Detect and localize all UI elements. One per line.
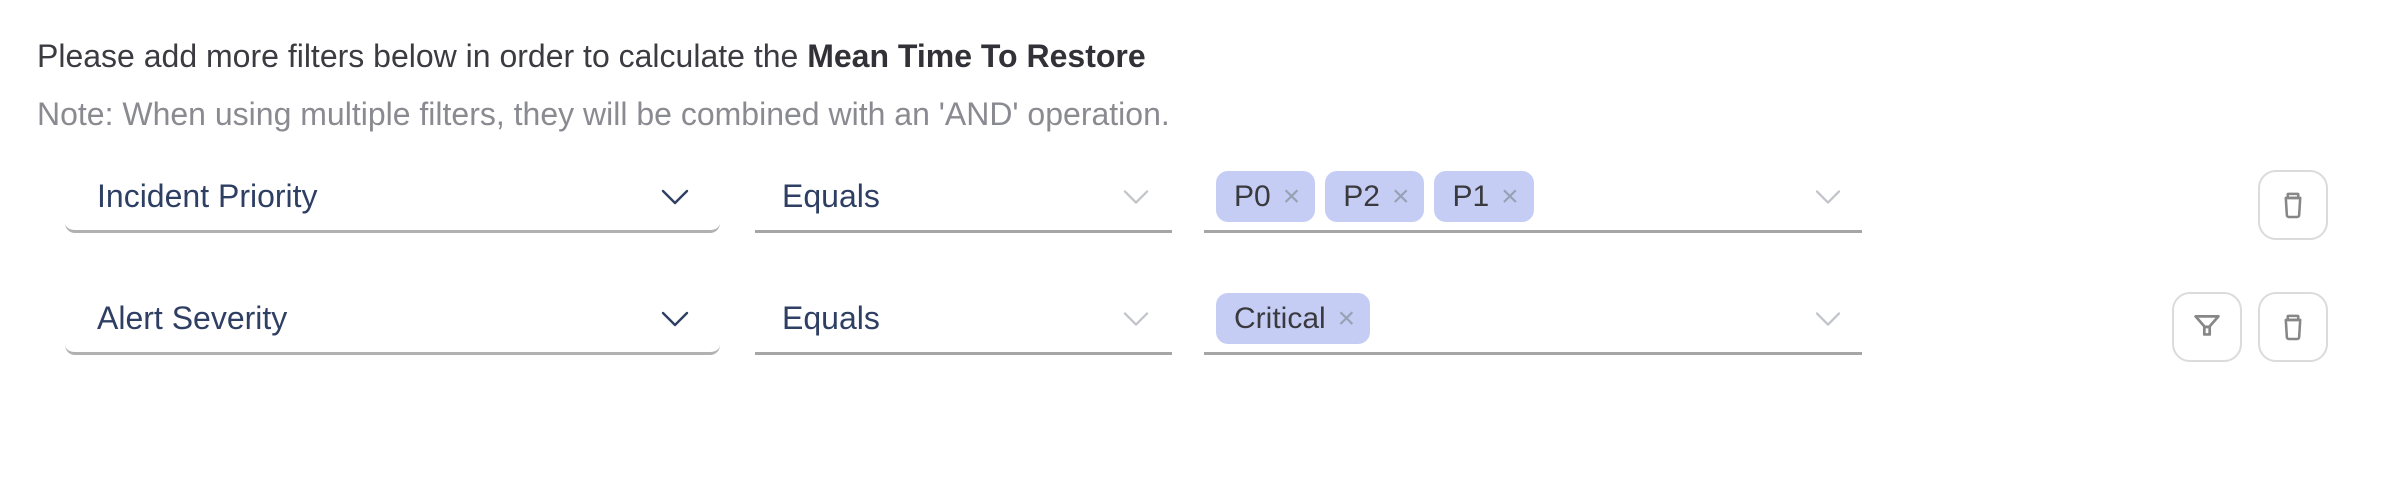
value-tag-label: P0 <box>1234 179 1271 213</box>
filter-row-1: Incident Priority Equals P0 × <box>65 160 2408 240</box>
value-tag: Critical × <box>1216 293 1371 344</box>
filters-panel: Please add more filters below in order t… <box>0 36 2408 478</box>
value-tag: P0 × <box>1216 171 1316 222</box>
operator-select-value: Equals <box>782 178 880 214</box>
trash-icon <box>2284 192 2302 219</box>
chevron-down-icon <box>1815 311 1841 326</box>
value-tag-label: P1 <box>1452 179 1490 213</box>
selected-values: Critical × <box>1216 293 1814 344</box>
field-select-row1[interactable]: Incident Priority <box>65 163 720 233</box>
value-tag-label: P2 <box>1343 179 1380 213</box>
filter-row-2: Alert Severity Equals Critical × <box>65 282 2408 362</box>
field-select-value: Alert Severity <box>97 300 288 336</box>
chevron-down-icon <box>1123 311 1149 326</box>
delete-filter-button[interactable] <box>2258 292 2328 362</box>
field-select-row2[interactable]: Alert Severity <box>65 285 720 355</box>
row2-actions <box>2172 292 2408 362</box>
remove-tag-icon[interactable]: × <box>1337 301 1356 335</box>
filter-rows: Incident Priority Equals P0 × <box>0 160 2408 362</box>
value-tag-label: Critical <box>1234 301 1326 335</box>
row1-actions <box>2258 170 2408 240</box>
remove-tag-icon[interactable]: × <box>1391 179 1410 213</box>
chevron-down-icon <box>661 189 689 204</box>
value-tag: P2 × <box>1325 171 1425 222</box>
instructions-intro: Please add more filters below in order t… <box>37 38 799 74</box>
chevron-down-icon <box>1123 189 1149 204</box>
remove-tag-icon[interactable]: × <box>1501 179 1519 213</box>
apply-filter-button[interactable] <box>2172 292 2242 362</box>
trash-icon <box>2284 314 2302 341</box>
filter-funnel-icon <box>2194 315 2220 336</box>
operator-select-value: Equals <box>782 300 880 336</box>
operator-select-row1[interactable]: Equals <box>755 163 1172 233</box>
metric-name: Mean Time To Restore <box>807 38 1146 74</box>
chevron-down-icon <box>1815 189 1841 204</box>
field-select-value: Incident Priority <box>97 178 318 214</box>
delete-filter-button[interactable] <box>2258 170 2328 240</box>
value-tag: P1 × <box>1434 171 1534 222</box>
remove-tag-icon[interactable]: × <box>1282 179 1301 213</box>
selected-values: P0 × P2 × P1 × <box>1216 171 1814 222</box>
chevron-down-icon <box>661 311 689 326</box>
values-multiselect-row2[interactable]: Critical × <box>1204 285 1862 355</box>
values-multiselect-row1[interactable]: P0 × P2 × P1 × <box>1204 163 1862 233</box>
instructions-text: Please add more filters below in order t… <box>37 36 2408 76</box>
note-text: Note: When using multiple filters, they … <box>37 96 1170 132</box>
operator-select-row2[interactable]: Equals <box>755 285 1172 355</box>
